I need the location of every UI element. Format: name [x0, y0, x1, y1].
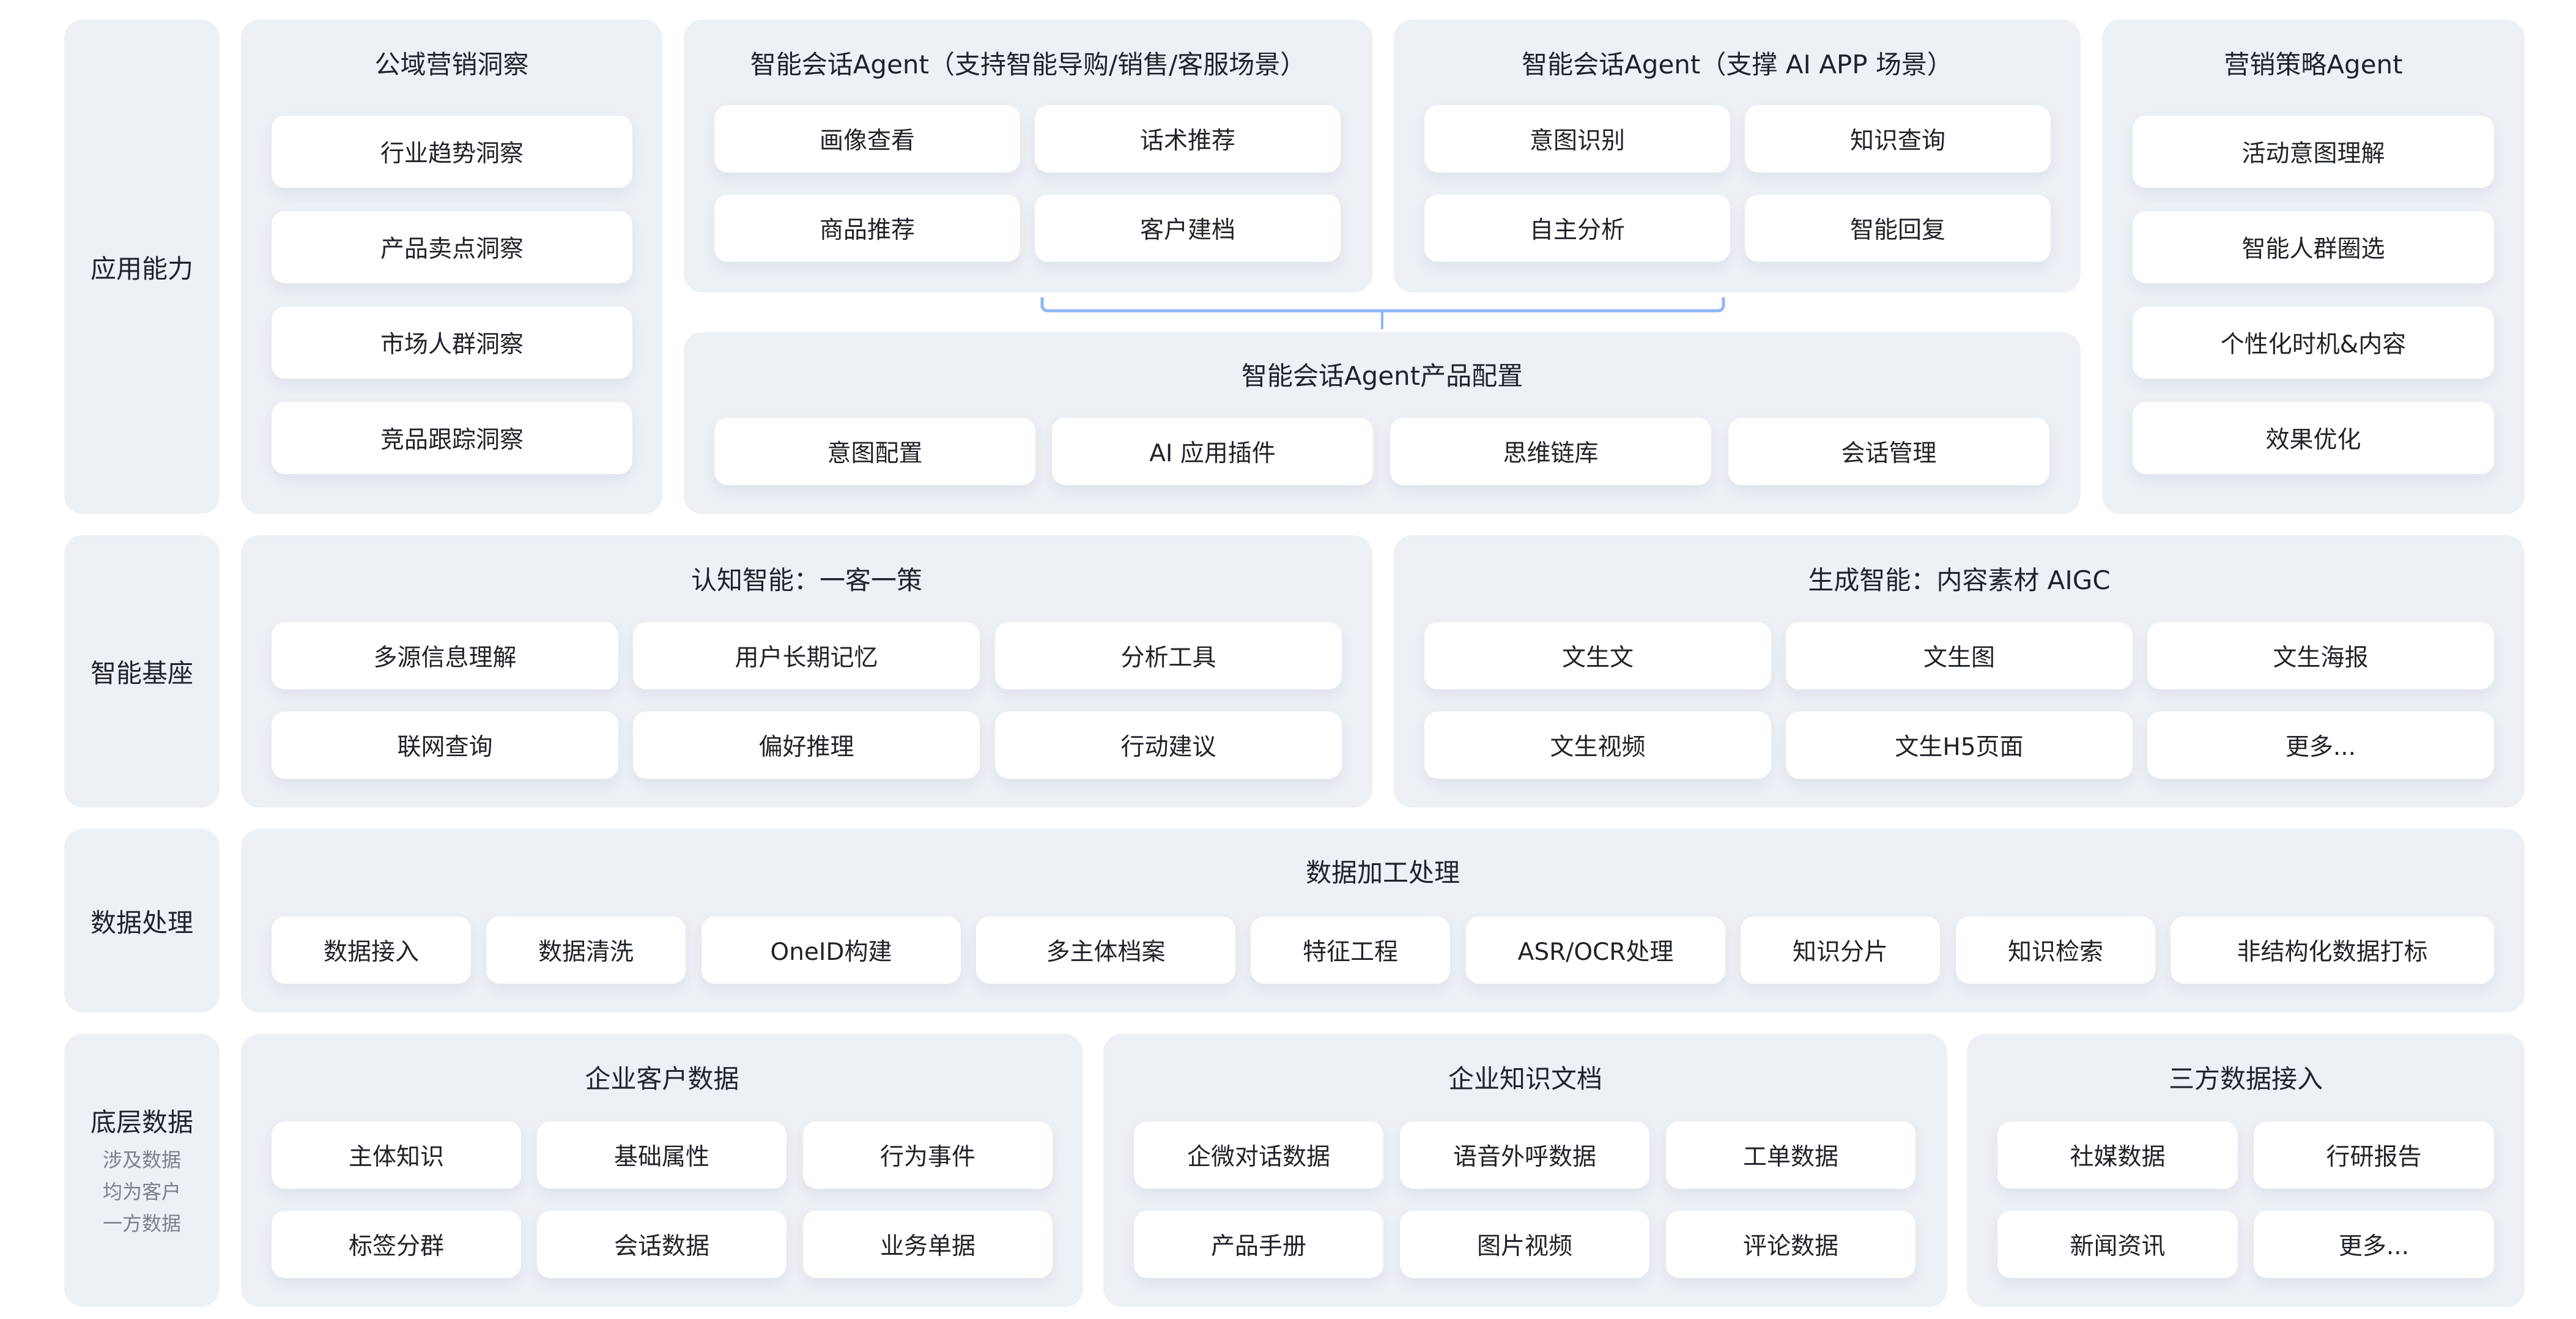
capability-chip[interactable]: 知识检索	[1956, 916, 2155, 984]
panel-title: 认知智能：一客一策	[690, 565, 922, 595]
capability-chip[interactable]: 多源信息理解	[272, 622, 618, 689]
layer-label-processing: 数据处理	[64, 829, 220, 1012]
capability-chip[interactable]: 联网查询	[272, 712, 618, 779]
capability-chip[interactable]: 商品推荐	[714, 195, 1020, 262]
generative-panel: 生成智能：内容素材 AIGC 文生文 文生图 文生海报 文生视频 文生H5页面 …	[1394, 535, 2525, 808]
panel-title: 企业客户数据	[585, 1064, 739, 1094]
customer-data-panel: 企业客户数据 主体知识 基础属性 行为事件 标签分群 会话数据 业务单据	[241, 1034, 1083, 1307]
capability-chip[interactable]: 基础属性	[537, 1121, 786, 1189]
capability-chip[interactable]: AI 应用插件	[1052, 418, 1373, 485]
capability-chip[interactable]: 效果优化	[2133, 402, 2494, 474]
capability-chip[interactable]: 特征工程	[1251, 916, 1450, 984]
capability-chip[interactable]: 思维链库	[1390, 418, 1711, 485]
capability-chip[interactable]: 主体知识	[272, 1121, 521, 1189]
capability-chip[interactable]: 知识分片	[1741, 916, 1940, 984]
panel-title: 数据加工处理	[1305, 858, 1460, 888]
capability-chip[interactable]: 文生视频	[1424, 712, 1771, 779]
capability-chip[interactable]: 行研报告	[2254, 1121, 2494, 1189]
layer-title: 应用能力	[90, 253, 193, 284]
agent-app-panel: 智能会话Agent（支撑 AI APP 场景） 意图识别 知识查询 自主分析 智…	[1394, 20, 2081, 292]
agent-sales-panel: 智能会话Agent（支持智能导购/销售/客服场景） 画像查看 话术推荐 商品推荐…	[684, 20, 1372, 292]
layer-title: 底层数据	[90, 1107, 193, 1137]
capability-chip[interactable]: 文生文	[1424, 622, 1771, 689]
capability-chip[interactable]: 数据接入	[272, 916, 471, 984]
public-insight-panel: 公域营销洞察 行业趋势洞察 产品卖点洞察 市场人群洞察 竞品跟踪洞察	[241, 20, 662, 514]
layer-note: 涉及数据 均为客户 一方数据	[102, 1148, 181, 1235]
capability-chip[interactable]: 客户建档	[1035, 195, 1341, 262]
bracket-connector	[1040, 297, 1725, 329]
capability-chip[interactable]: 产品手册	[1134, 1211, 1383, 1278]
capability-chip[interactable]: 会话管理	[1728, 418, 2049, 485]
capability-chip[interactable]: 评论数据	[1666, 1211, 1915, 1278]
layer-label-application: 应用能力	[64, 20, 220, 514]
capability-chip[interactable]: 市场人群洞察	[272, 307, 632, 379]
capability-chip[interactable]: 社媒数据	[1997, 1121, 2238, 1189]
panel-title: 企业知识文档	[1448, 1064, 1602, 1094]
layer-title: 智能基座	[90, 658, 193, 688]
capability-chip[interactable]: 意图识别	[1424, 105, 1730, 173]
capability-chip[interactable]: 活动意图理解	[2133, 116, 2494, 188]
capability-chip[interactable]: 文生图	[1786, 622, 2133, 689]
capability-chip[interactable]: 标签分群	[272, 1211, 521, 1278]
capability-chip[interactable]: 分析工具	[995, 622, 1342, 689]
capability-chip[interactable]: 会话数据	[537, 1211, 786, 1278]
capability-chip[interactable]: 语音外呼数据	[1400, 1121, 1649, 1189]
strategy-agent-panel: 营销策略Agent 活动意图理解 智能人群圈选 个性化时机&内容 效果优化	[2102, 20, 2525, 514]
layer-label-foundation: 智能基座	[64, 535, 220, 808]
panel-title: 智能会话Agent（支撑 AI APP 场景）	[1522, 50, 1953, 80]
panel-title: 智能会话Agent产品配置	[1241, 361, 1523, 391]
capability-chip[interactable]: 业务单据	[803, 1211, 1053, 1278]
capability-chip[interactable]: 新闻资讯	[1997, 1211, 2238, 1278]
panel-title: 三方数据接入	[2168, 1064, 2323, 1094]
capability-chip[interactable]: 企微对话数据	[1134, 1121, 1383, 1189]
third-party-panel: 三方数据接入 社媒数据 行研报告 新闻资讯 更多...	[1967, 1034, 2525, 1307]
capability-chip[interactable]: 多主体档案	[976, 916, 1235, 984]
capability-chip[interactable]: 画像查看	[714, 105, 1020, 173]
capability-chip[interactable]: 智能人群圈选	[2133, 211, 2494, 283]
capability-chip[interactable]: 非结构化数据打标	[2171, 916, 2494, 984]
capability-chip[interactable]: 自主分析	[1424, 195, 1730, 262]
knowledge-docs-panel: 企业知识文档 企微对话数据 语音外呼数据 工单数据 产品手册 图片视频 评论数据	[1103, 1034, 1947, 1307]
panel-title: 公域营销洞察	[374, 50, 529, 80]
data-processing-panel: 数据加工处理 数据接入 数据清洗 OneID构建 多主体档案 特征工程 ASR/…	[241, 829, 2525, 1012]
capability-chip[interactable]: 行动建议	[995, 712, 1342, 779]
capability-chip[interactable]: OneID构建	[701, 916, 961, 984]
capability-chip[interactable]: 偏好推理	[633, 712, 980, 779]
agent-config-panel: 智能会话Agent产品配置 意图配置 AI 应用插件 思维链库 会话管理	[684, 332, 2081, 514]
capability-chip[interactable]: 知识查询	[1745, 105, 2051, 173]
capability-chip[interactable]: 更多...	[2147, 712, 2494, 779]
capability-chip[interactable]: 行业趋势洞察	[272, 116, 632, 188]
layer-title: 数据处理	[90, 907, 193, 938]
capability-chip[interactable]: ASR/OCR处理	[1466, 916, 1725, 984]
capability-chip[interactable]: 话术推荐	[1035, 105, 1341, 173]
capability-chip[interactable]: 产品卖点洞察	[272, 211, 632, 283]
capability-chip[interactable]: 数据清洗	[486, 916, 686, 984]
capability-chip[interactable]: 文生H5页面	[1786, 712, 2133, 779]
capability-chip[interactable]: 文生海报	[2147, 622, 2494, 689]
layer-label-data: 底层数据 涉及数据 均为客户 一方数据	[64, 1034, 220, 1307]
capability-chip[interactable]: 竞品跟踪洞察	[272, 402, 632, 474]
cognitive-panel: 认知智能：一客一策 多源信息理解 用户长期记忆 分析工具 联网查询 偏好推理 行…	[241, 535, 1372, 808]
capability-chip[interactable]: 智能回复	[1745, 195, 2051, 262]
panel-title: 智能会话Agent（支持智能导购/销售/客服场景）	[750, 50, 1306, 80]
capability-chip[interactable]: 图片视频	[1400, 1211, 1649, 1278]
capability-chip[interactable]: 用户长期记忆	[633, 622, 980, 689]
panel-title: 生成智能：内容素材 AIGC	[1808, 565, 2111, 595]
capability-chip[interactable]: 工单数据	[1666, 1121, 1915, 1189]
capability-chip[interactable]: 个性化时机&内容	[2133, 307, 2494, 379]
capability-chip[interactable]: 意图配置	[714, 418, 1035, 485]
capability-chip[interactable]: 行为事件	[803, 1121, 1053, 1189]
panel-title: 营销策略Agent	[2224, 50, 2403, 80]
capability-chip[interactable]: 更多...	[2254, 1211, 2494, 1278]
